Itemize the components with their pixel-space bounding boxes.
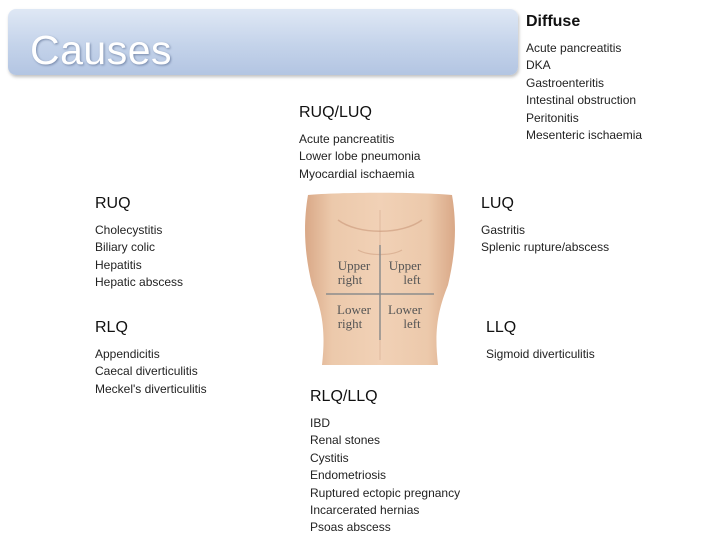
list-item: Myocardial ischaemia bbox=[299, 166, 415, 181]
list-item: Lower lobe pneumonia bbox=[299, 149, 421, 164]
list-item: Hepatitis bbox=[95, 257, 142, 272]
list-item: Sigmoid diverticulitis bbox=[486, 347, 595, 361]
label-upper-left-2: left bbox=[403, 272, 421, 287]
list-item: Mesenteric ischaemia bbox=[526, 128, 643, 143]
label-upper-left: Upper bbox=[389, 258, 422, 273]
label-upper-right: Upper bbox=[338, 258, 371, 273]
list-item: Renal stones bbox=[310, 433, 381, 448]
list-item: DKA bbox=[526, 58, 551, 73]
list-item: Cholecystitis bbox=[95, 223, 163, 237]
ruq-heading: RUQ bbox=[95, 195, 131, 212]
page-title: Causes bbox=[30, 27, 173, 73]
label-upper-right-2: right bbox=[338, 272, 363, 287]
list-item: Gastritis bbox=[481, 223, 526, 237]
ruq-luq-heading: RUQ/LUQ bbox=[299, 104, 372, 121]
label-lower-right: Lower bbox=[337, 302, 372, 317]
list-item: Splenic rupture/abscess bbox=[481, 240, 610, 255]
list-item: Endometriosis bbox=[310, 468, 387, 483]
list-item: Incarcerated hernias bbox=[310, 503, 420, 518]
list-item: Appendicitis bbox=[95, 347, 160, 361]
list-item: Intestinal obstruction bbox=[526, 93, 637, 108]
list-item: Biliary colic bbox=[95, 240, 156, 255]
label-lower-right-2: right bbox=[338, 316, 363, 331]
abdomen-quadrant-diagram: Upper right Upper left Lower right Lower… bbox=[305, 192, 455, 365]
list-item: Caecal diverticulitis bbox=[95, 364, 198, 379]
rlq-llq-group: RLQ/LLQ IBD Renal stones Cystitis Endome… bbox=[310, 388, 460, 537]
diffuse-heading: Diffuse bbox=[526, 13, 581, 30]
list-item: Hepatic abscess bbox=[95, 275, 184, 290]
list-item: Peritonitis bbox=[526, 110, 579, 125]
title-banner: Causes bbox=[8, 9, 518, 75]
list-item: Meckel's diverticulitis bbox=[95, 381, 207, 396]
ruq-luq-group: RUQ/LUQ Acute pancreatitis Lower lobe pn… bbox=[299, 104, 420, 183]
label-lower-left: Lower bbox=[388, 302, 423, 317]
rlq-group: RLQ Appendicitis Caecal diverticulitis M… bbox=[95, 319, 207, 398]
list-item: Gastroenteritis bbox=[526, 75, 605, 90]
rlq-llq-heading: RLQ/LLQ bbox=[310, 388, 378, 405]
ruq-group: RUQ Cholecystitis Biliary colic Hepatiti… bbox=[95, 195, 183, 292]
luq-heading: LUQ bbox=[481, 195, 514, 212]
rlq-heading: RLQ bbox=[95, 319, 128, 336]
list-item: Acute pancreatitis bbox=[526, 41, 622, 55]
list-item: IBD bbox=[310, 416, 331, 430]
luq-group: LUQ Gastritis Splenic rupture/abscess bbox=[481, 195, 609, 257]
list-item: Acute pancreatitis bbox=[299, 132, 395, 146]
label-lower-left-2: left bbox=[403, 316, 421, 331]
llq-group: LLQ Sigmoid diverticulitis bbox=[486, 319, 595, 363]
list-item: Psoas abscess bbox=[310, 520, 391, 535]
llq-heading: LLQ bbox=[486, 319, 517, 336]
diffuse-group: Diffuse Acute pancreatitis DKA Gastroent… bbox=[526, 13, 642, 144]
list-item: Cystitis bbox=[310, 450, 349, 465]
list-item: Ruptured ectopic pregnancy bbox=[310, 485, 461, 500]
